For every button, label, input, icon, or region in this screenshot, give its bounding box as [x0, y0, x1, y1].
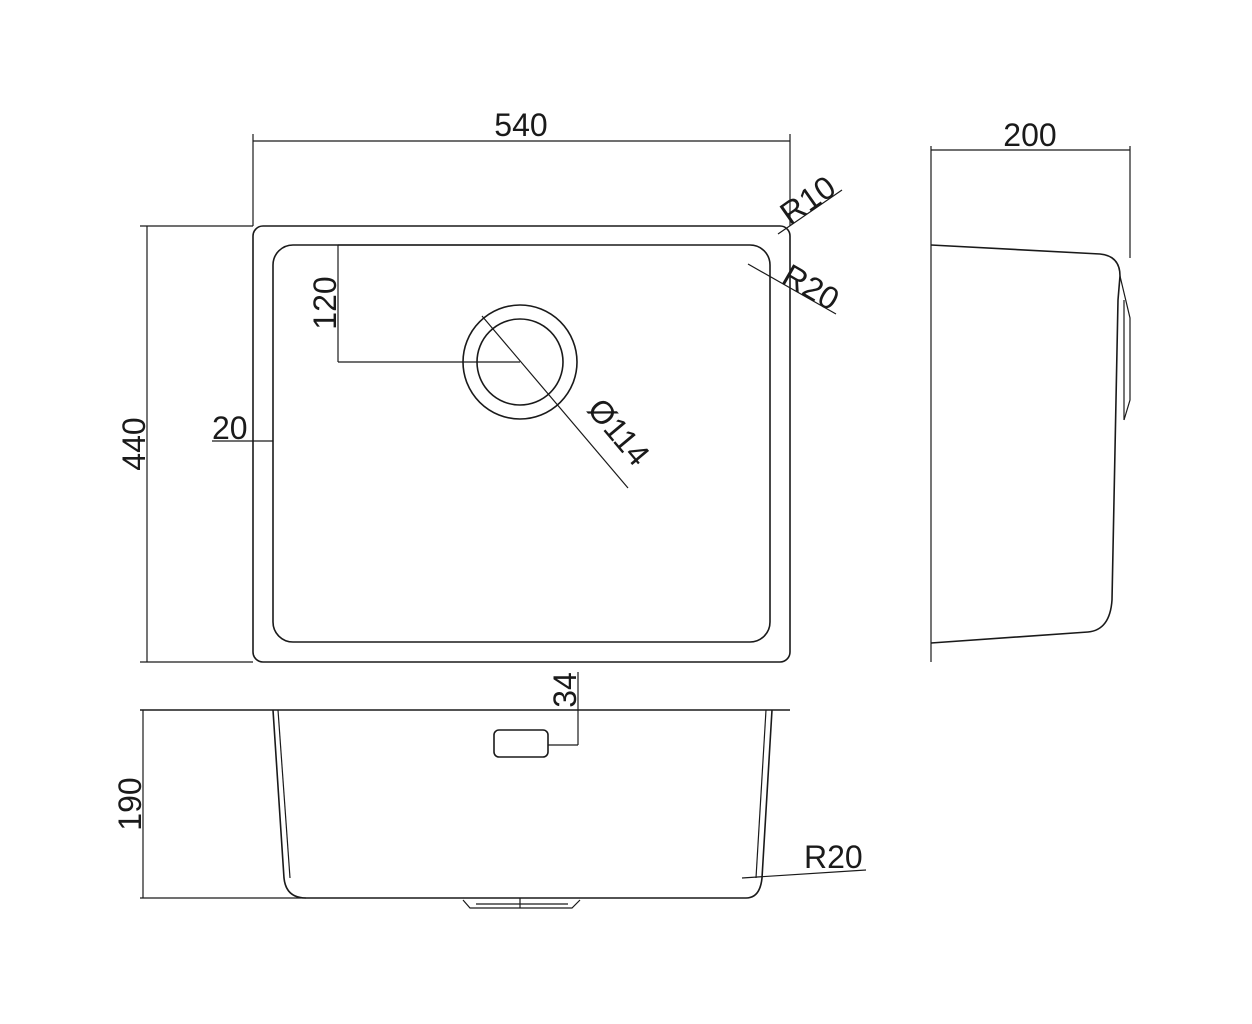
overflow-offset-label: 34 [547, 672, 583, 708]
front-height-dimension-label: 190 [112, 777, 148, 830]
side-profile-outline [930, 244, 1121, 644]
r20-bottom-label: R20 [804, 839, 863, 875]
front-bowl-outline [272, 709, 773, 899]
inner-bowl-outline [272, 244, 771, 643]
r20-bottom-leader-line [741, 869, 867, 879]
r20-inner-leader-line [747, 263, 837, 315]
depth-dimension-label: 200 [1003, 117, 1056, 153]
side-view: 200 [930, 117, 1131, 662]
drain-diameter-label: Ø114 [581, 391, 657, 472]
overflow-slot [493, 729, 549, 758]
drain-diameter-leader-line [481, 315, 629, 489]
height-dimension-label: 440 [116, 417, 152, 470]
width-dimension-label: 540 [494, 107, 547, 143]
top-view: 540 440 R10 R20 20 120 Ø114 [116, 107, 846, 663]
drain-offset-label: 120 [307, 276, 343, 329]
front-view: 34 190 R20 [112, 672, 867, 909]
front-drain-fitting [462, 899, 581, 909]
r10-leader-line [777, 189, 843, 235]
outer-rim-outline [252, 225, 791, 663]
r20-inner-label: R20 [777, 257, 846, 318]
r10-label: R10 [773, 169, 842, 232]
rim-width-label: 20 [212, 410, 248, 446]
